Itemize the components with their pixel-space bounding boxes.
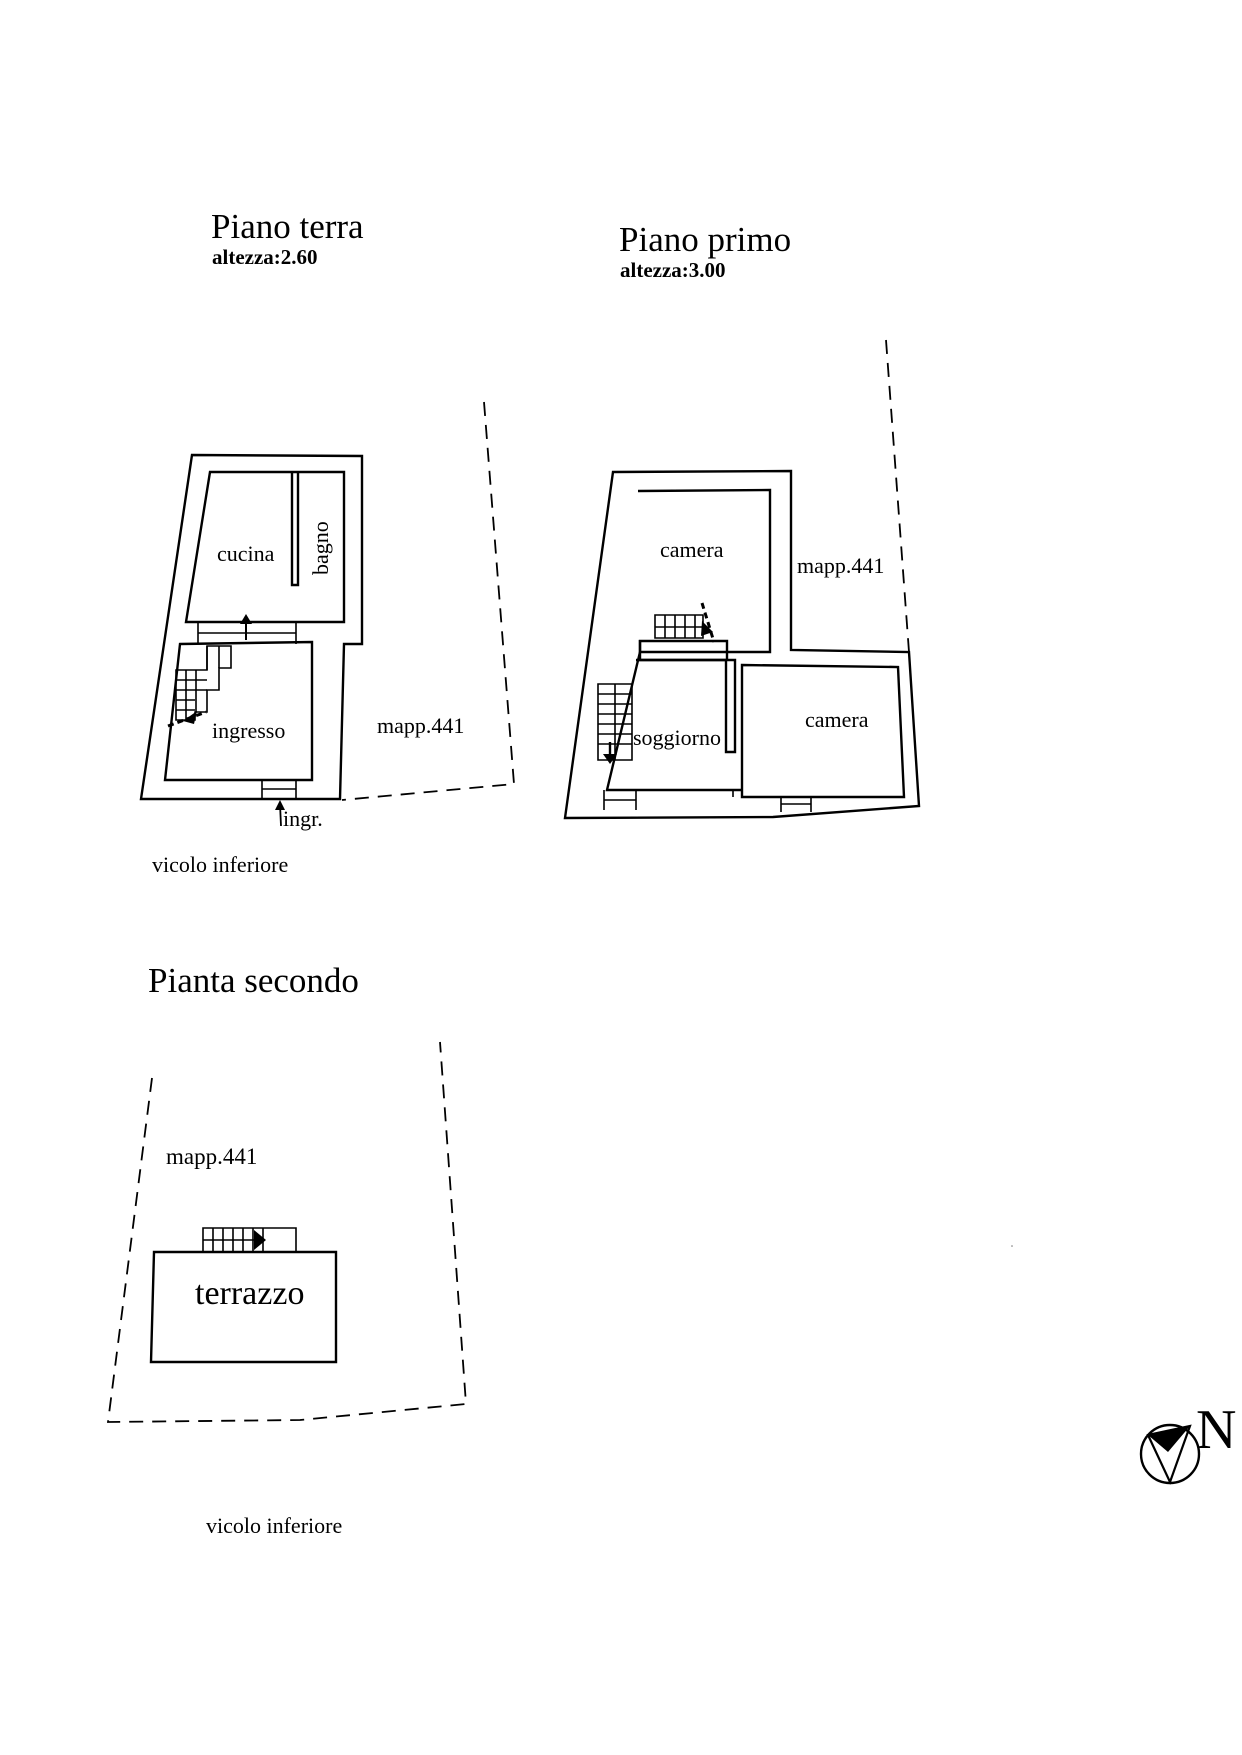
bedroom-right-label: camera xyxy=(805,707,869,732)
first-floor-title: Piano primo xyxy=(619,220,791,259)
living-label: soggiorno xyxy=(633,725,721,750)
second-floor-parcel-label: mapp.441 xyxy=(166,1144,257,1169)
kitchen-label: cucina xyxy=(217,541,275,566)
second-floor-plan: Pianta secondo mapp.441 terrazzo vicolo … xyxy=(106,961,467,1538)
entry-label: ingr. xyxy=(283,806,323,831)
north-letter: N xyxy=(1196,1399,1236,1461)
second-floor-street-label: vicolo inferiore xyxy=(206,1513,342,1538)
first-floor-stair-left xyxy=(597,683,633,764)
ground-floor-title: Piano terra xyxy=(211,207,364,246)
bathroom-partition xyxy=(290,472,300,587)
terrace-label: terrazzo xyxy=(195,1275,304,1312)
ground-floor-street-label: vicolo inferiore xyxy=(152,852,288,877)
first-floor-height: altezza:3.00 xyxy=(620,258,726,282)
ground-floor-plan: Piano terra altezza:2.60 cucina bagno xyxy=(139,207,515,877)
first-floor-plan: Piano primo altezza:3.00 camera mapp.4 xyxy=(563,220,921,820)
kitchen-wall xyxy=(184,470,346,624)
first-floor-parcel-label: mapp.441 xyxy=(797,553,884,578)
ground-floor-outer-wall xyxy=(139,453,364,801)
first-floor-outer-wall xyxy=(563,469,921,820)
living-wall xyxy=(605,651,742,792)
bedroom-top-label: camera xyxy=(660,537,724,562)
ground-floor-parcel-label: mapp.441 xyxy=(377,713,464,738)
entrance-label: ingresso xyxy=(212,718,285,743)
bathroom-label: bagno xyxy=(308,521,333,575)
second-floor-stair xyxy=(202,1227,297,1253)
first-floor-window-right xyxy=(780,797,812,812)
ground-floor-parcel-boundary xyxy=(341,401,515,801)
north-arrow: N xyxy=(1139,1399,1236,1485)
second-floor-parcel-boundary xyxy=(106,1041,467,1423)
bedroom-right-wall xyxy=(740,663,906,799)
entrance-wall xyxy=(163,640,314,782)
first-floor-window-left xyxy=(603,790,637,810)
first-floor-parcel-boundary xyxy=(885,339,910,653)
second-floor-title: Pianta secondo xyxy=(148,961,359,1000)
ground-floor-height: altezza:2.60 xyxy=(212,245,318,269)
first-floor-stair-top xyxy=(654,602,716,643)
ground-floor-stair xyxy=(167,645,232,728)
entry-door xyxy=(261,780,297,799)
